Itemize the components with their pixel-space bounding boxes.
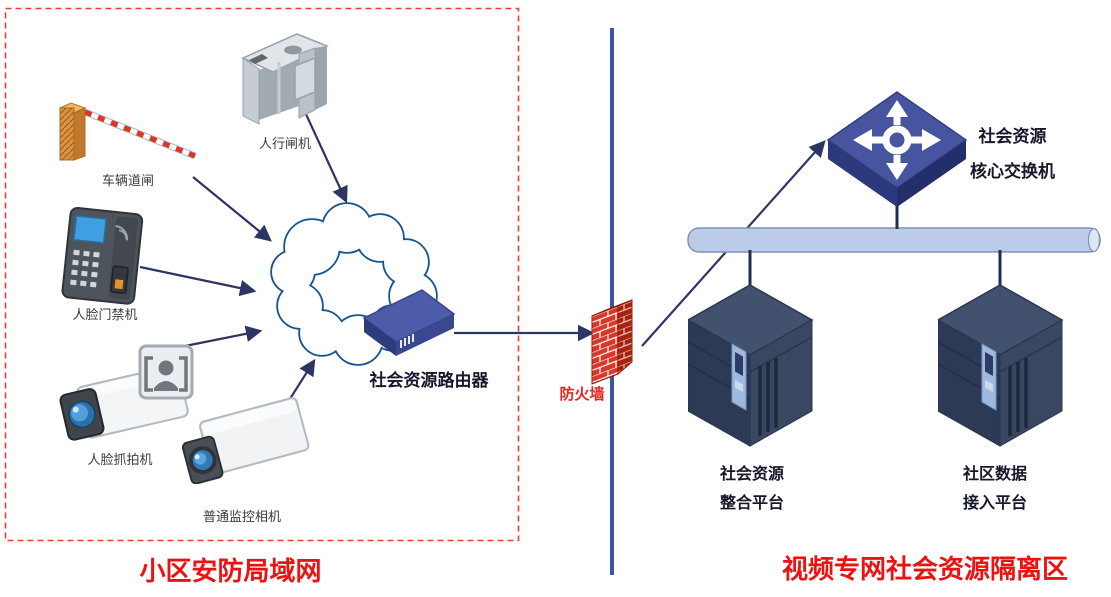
face-access-control-icon <box>61 206 144 305</box>
pedestrian-gate-icon <box>241 33 329 125</box>
router-label: 社会资源路由器 <box>369 371 489 390</box>
firewall-icon <box>591 299 633 385</box>
firewall-label: 防火墙 <box>559 386 605 403</box>
access-platform-label-line1: 社区数据 <box>962 466 1027 483</box>
vehicle-barrier-label: 车辆道闸 <box>101 173 154 188</box>
access-platform-label-line2: 接入平台 <box>962 495 1027 512</box>
core-switch-label-line1: 社会资源 <box>978 127 1047 146</box>
core-switch-icon <box>826 91 968 207</box>
face-capture-camera-icon <box>59 344 194 441</box>
arrow-vehicle-barrier-to-cloud <box>192 176 272 242</box>
isolation-zone-label: 视频专网社会资源隔离区 <box>781 554 1068 584</box>
integration-platform-label-line2: 整合平台 <box>719 495 784 512</box>
cctv-camera-label: 普通监控相机 <box>202 509 281 524</box>
cctv-camera-icon <box>181 397 310 484</box>
face-access-label: 人脸门禁机 <box>72 307 138 322</box>
vehicle-barrier-icon <box>58 102 197 161</box>
bus-bar <box>687 227 1101 253</box>
integration-platform-label-line1: 社会资源 <box>719 466 784 483</box>
lan-boundary-dashed-border <box>4 7 520 542</box>
face-capture-label: 人脸抓拍机 <box>87 452 153 467</box>
arrow-face-access-to-cloud <box>139 265 257 297</box>
core-switch-label-line2: 核心交换机 <box>970 162 1055 181</box>
integration-platform-server-icon <box>688 284 814 447</box>
lan-zone-label: 小区安防局域网 <box>139 556 322 586</box>
pedestrian-gate-label: 人行闸机 <box>258 136 311 151</box>
access-platform-server-icon <box>938 284 1064 447</box>
arrow-face-capture-to-cloud <box>179 325 263 349</box>
arrow-pedestrian-gate-to-cloud <box>304 111 348 204</box>
router-icon <box>362 289 456 356</box>
